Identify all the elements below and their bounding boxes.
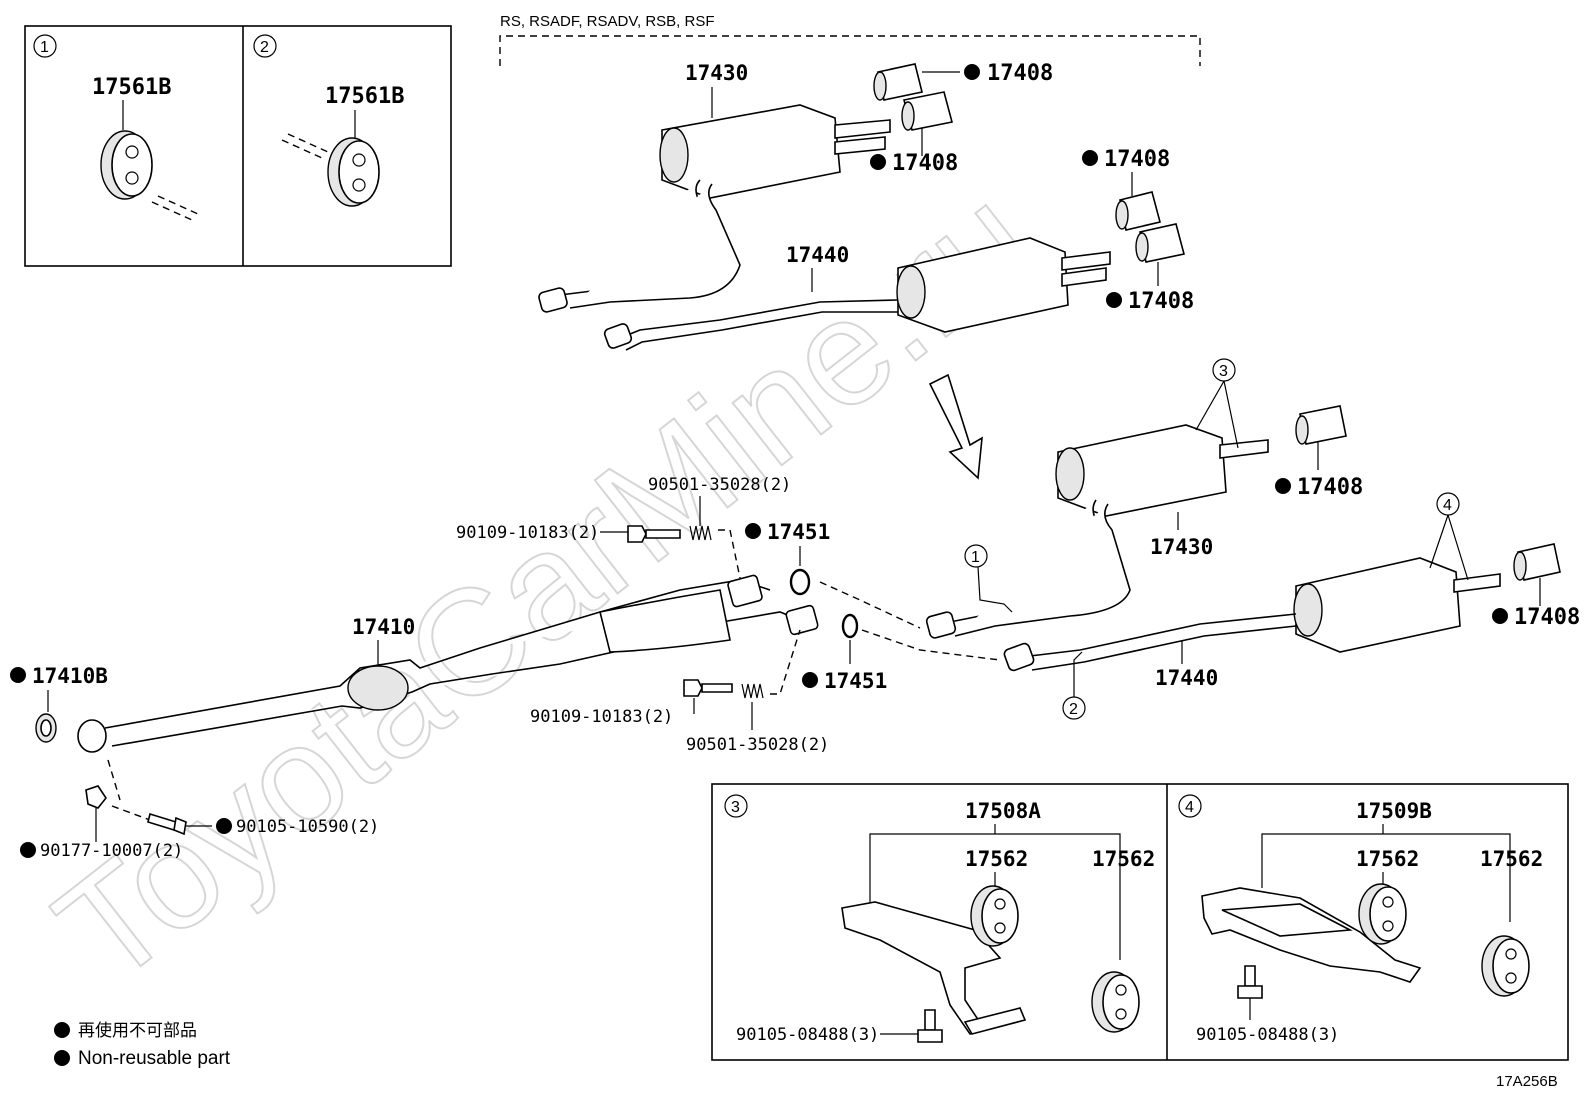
gasket-ring-icon bbox=[841, 613, 859, 639]
inset-1: 1 17561B bbox=[33, 34, 199, 221]
variant-tip-b-label: 17408 bbox=[892, 151, 958, 176]
non-reusable-marker bbox=[216, 818, 232, 834]
inset-4-index: 4 bbox=[1185, 799, 1194, 816]
non-reusable-marker bbox=[1492, 608, 1508, 624]
callout-1: 1 bbox=[971, 549, 980, 566]
non-reusable-marker bbox=[20, 842, 36, 858]
non-reusable-marker bbox=[1106, 292, 1122, 308]
non-reusable-marker bbox=[1082, 150, 1098, 166]
inset-4-hanger-a-label: 17562 bbox=[1356, 847, 1419, 871]
bolt-icon bbox=[1237, 965, 1263, 999]
part-17408-upper-label: 17408 bbox=[1297, 475, 1363, 500]
inset-2-part-label: 17561B bbox=[325, 84, 404, 109]
rubber-hanger-icon bbox=[100, 130, 153, 200]
non-reusable-marker bbox=[964, 64, 980, 80]
callout-2: 2 bbox=[1069, 701, 1078, 718]
diagram-code: 17A256B bbox=[1496, 1073, 1558, 1090]
non-reusable-marker bbox=[1275, 478, 1291, 494]
hanger-bracket-icon bbox=[1201, 887, 1422, 983]
part-90109-10183-bottom-label: 90109-10183(2) bbox=[530, 707, 673, 727]
bolt-icon bbox=[683, 679, 733, 697]
part-90177-10007-label: 90177-10007(2) bbox=[40, 841, 183, 861]
gasket-ring-icon bbox=[789, 568, 811, 596]
rear-muffler-left bbox=[603, 237, 1111, 351]
inset-3: 3 17508A 17562 17562 90105-08488(3) bbox=[724, 794, 1155, 1045]
variant-17430-label: 17430 bbox=[685, 61, 748, 85]
tail-tip-icon bbox=[1513, 543, 1561, 581]
variant-17440-label: 17440 bbox=[786, 243, 849, 267]
rear-muffler-right bbox=[538, 104, 891, 313]
inset-4-assembly-label: 17509B bbox=[1356, 799, 1432, 823]
variant-tip-c-label: 17408 bbox=[1104, 147, 1170, 172]
inset-2-index: 2 bbox=[260, 39, 269, 56]
part-17408-lower-label: 17408 bbox=[1514, 605, 1580, 630]
legend-en: Non-reusable part bbox=[78, 1048, 231, 1069]
non-reusable-marker bbox=[802, 672, 818, 688]
non-reusable-marker bbox=[745, 523, 761, 539]
inset-3-index: 3 bbox=[731, 799, 740, 816]
spring-icon bbox=[741, 683, 764, 699]
inset-4-hanger-b-label: 17562 bbox=[1480, 847, 1543, 871]
rubber-hanger-icon bbox=[1481, 935, 1530, 997]
inset-1-index: 1 bbox=[40, 39, 49, 56]
inset-3-bolt-label: 90105-08488(3) bbox=[736, 1025, 879, 1045]
inset-3-assembly-label: 17508A bbox=[965, 799, 1041, 823]
tail-tip-icon bbox=[1135, 223, 1185, 263]
part-17440-label: 17440 bbox=[1155, 666, 1218, 690]
callout-3: 3 bbox=[1219, 363, 1228, 380]
part-17430-label: 17430 bbox=[1150, 535, 1213, 559]
part-90501-35028-bottom-label: 90501-35028(2) bbox=[686, 735, 829, 755]
non-reusable-marker bbox=[54, 1022, 70, 1038]
tail-tip-icon bbox=[1115, 191, 1161, 231]
inset-box-3-4 bbox=[711, 783, 1569, 1061]
rubber-hanger-icon bbox=[327, 137, 380, 207]
rubber-hanger-icon bbox=[970, 885, 1019, 947]
bolt-icon bbox=[147, 812, 187, 836]
part-90105-10590-label: 90105-10590(2) bbox=[236, 817, 379, 837]
inset-2: 2 17561B bbox=[253, 34, 404, 207]
variant-tip-a-label: 17408 bbox=[987, 61, 1053, 86]
part-17451-upper-label: 17451 bbox=[767, 520, 830, 544]
variant-group: RS, RSADF, RSADV, RSB, RSF 17430 17408 bbox=[499, 13, 1201, 351]
inset-box-1-2 bbox=[24, 25, 452, 267]
bolt-icon bbox=[627, 525, 681, 543]
gasket-icon bbox=[85, 785, 107, 809]
main-assembly: 17410 17410B 90105-10 bbox=[10, 358, 1580, 861]
arrow-icon bbox=[928, 373, 983, 480]
non-reusable-marker bbox=[10, 667, 26, 683]
part-17410-label: 17410 bbox=[352, 615, 415, 639]
tail-tip-icon bbox=[1295, 405, 1347, 445]
inset-4: 4 17509B 17562 17562 90105-08488(3) bbox=[1178, 794, 1543, 1045]
legend-jp: 再使用不可部品 bbox=[78, 1020, 197, 1040]
inset-3-hanger-b-label: 17562 bbox=[1092, 847, 1155, 871]
rear-muffler-left bbox=[1003, 557, 1501, 672]
variant-tip-d-label: 17408 bbox=[1128, 289, 1194, 314]
part-90109-10183-top-label: 90109-10183(2) bbox=[456, 523, 599, 543]
callout-4: 4 bbox=[1443, 497, 1452, 514]
inset-3-hanger-a-label: 17562 bbox=[965, 847, 1028, 871]
legend: 再使用不可部品 Non-reusable part bbox=[54, 1020, 231, 1069]
bolt-icon bbox=[917, 1009, 943, 1043]
part-17410B-label: 17410B bbox=[32, 664, 108, 688]
variant-label: RS, RSADF, RSADV, RSB, RSF bbox=[500, 13, 715, 30]
rubber-hanger-icon bbox=[1358, 883, 1407, 945]
non-reusable-marker bbox=[870, 154, 886, 170]
part-90501-35028-top-label: 90501-35028(2) bbox=[648, 475, 791, 495]
non-reusable-marker bbox=[54, 1050, 70, 1066]
tail-tip-icon bbox=[873, 63, 923, 101]
inset-4-bolt-label: 90105-08488(3) bbox=[1196, 1025, 1339, 1045]
spring-icon bbox=[689, 525, 712, 541]
rubber-hanger-icon bbox=[1091, 971, 1140, 1033]
inset-1-part-label: 17561B bbox=[92, 75, 171, 100]
rear-muffler-right bbox=[925, 424, 1269, 639]
gasket-ring-icon bbox=[35, 713, 57, 743]
front-exhaust-pipe bbox=[77, 574, 819, 753]
tail-tip-icon bbox=[901, 91, 953, 131]
part-17451-lower-label: 17451 bbox=[824, 669, 887, 693]
